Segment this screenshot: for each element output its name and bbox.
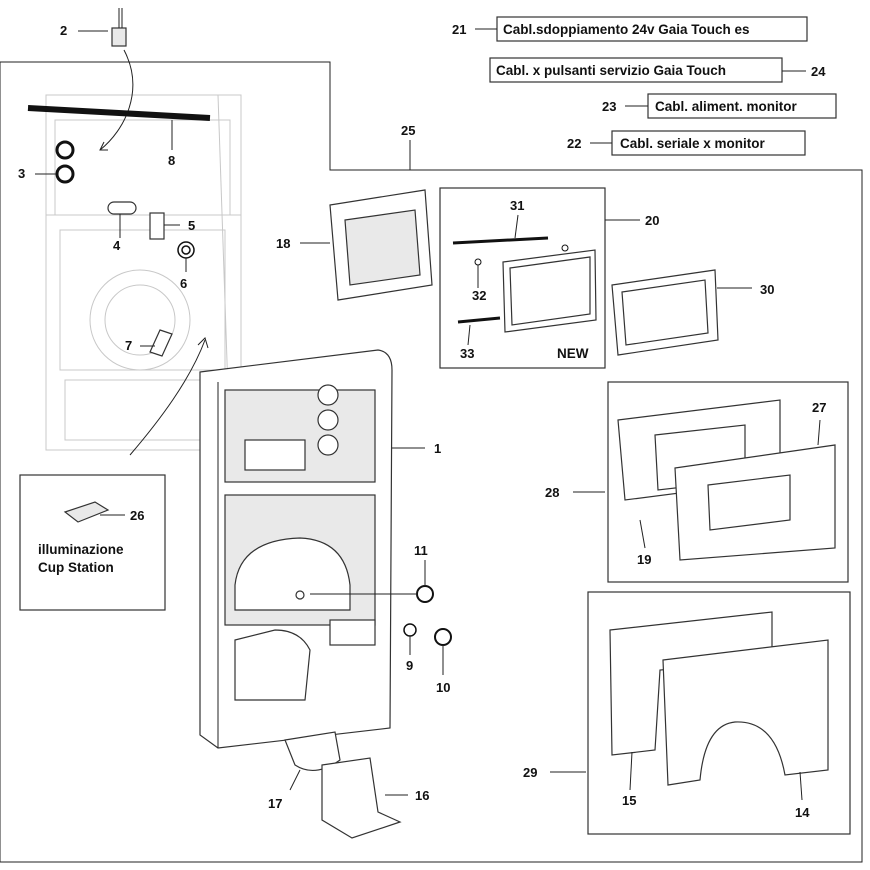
label-17: 17 [268, 796, 282, 811]
cable-23-text: Cabl. aliment. monitor [655, 99, 798, 114]
label-29: 29 [523, 765, 537, 780]
part-18-bracket [300, 189, 433, 301]
label-19: 19 [637, 552, 651, 567]
label-5: 5 [188, 218, 195, 233]
label-8: 8 [168, 153, 175, 168]
label-1: 1 [434, 441, 441, 456]
label-28: 28 [545, 485, 559, 500]
label-2: 2 [60, 23, 67, 38]
part-9-10-fittings [403, 623, 452, 675]
panel-box-29 [550, 591, 851, 835]
part-7-clip [129, 329, 209, 456]
label-3: 3 [18, 166, 25, 181]
cable-22-text: Cabl. seriale x monitor [620, 136, 766, 151]
label-23: 23 [602, 99, 616, 114]
part-30-frame [611, 269, 752, 356]
label-25: 25 [401, 123, 415, 138]
label-20: 20 [645, 213, 659, 228]
cup-station-box [19, 474, 166, 611]
part-4-capsule [107, 201, 137, 238]
label-24: 24 [811, 64, 826, 79]
part-16-17-drip-tray [284, 731, 408, 839]
label-21: 21 [452, 22, 466, 37]
label-31: 31 [510, 198, 524, 213]
label-16: 16 [415, 788, 429, 803]
label-26: 26 [130, 508, 144, 523]
label-11: 11 [414, 543, 428, 558]
part-1-main-body [199, 349, 425, 749]
label-15: 15 [622, 793, 636, 808]
part-5-switch [149, 212, 180, 240]
part-3-rings [35, 140, 75, 184]
part-6-grommet [177, 241, 195, 272]
panel-box-28 [573, 381, 849, 583]
cup-station-line2: Cup Station [38, 560, 114, 575]
label-9: 9 [406, 658, 413, 673]
label-30: 30 [760, 282, 774, 297]
label-7: 7 [125, 338, 132, 353]
label-10: 10 [436, 680, 450, 695]
label-14: 14 [795, 805, 810, 820]
cable-labels [409, 16, 837, 170]
part-2-connector [78, 8, 134, 151]
label-4: 4 [113, 238, 121, 253]
ghost-machine [45, 94, 242, 451]
label-18: 18 [276, 236, 290, 251]
part-11-knob [310, 560, 434, 603]
label-6: 6 [180, 276, 187, 291]
cable-24-text: Cabl. x pulsanti servizio Gaia Touch [496, 63, 726, 78]
label-32: 32 [472, 288, 486, 303]
label-22: 22 [567, 136, 581, 151]
cup-station-line1: illuminazione [38, 542, 124, 557]
part-8-bar [27, 105, 211, 150]
label-27: 27 [812, 400, 826, 415]
new-badge: NEW [557, 346, 589, 361]
label-33: 33 [460, 346, 474, 361]
cable-21-text: Cabl.sdoppiamento 24v Gaia Touch es [503, 22, 750, 37]
monitor-box [439, 187, 640, 369]
main-frame [0, 61, 863, 863]
